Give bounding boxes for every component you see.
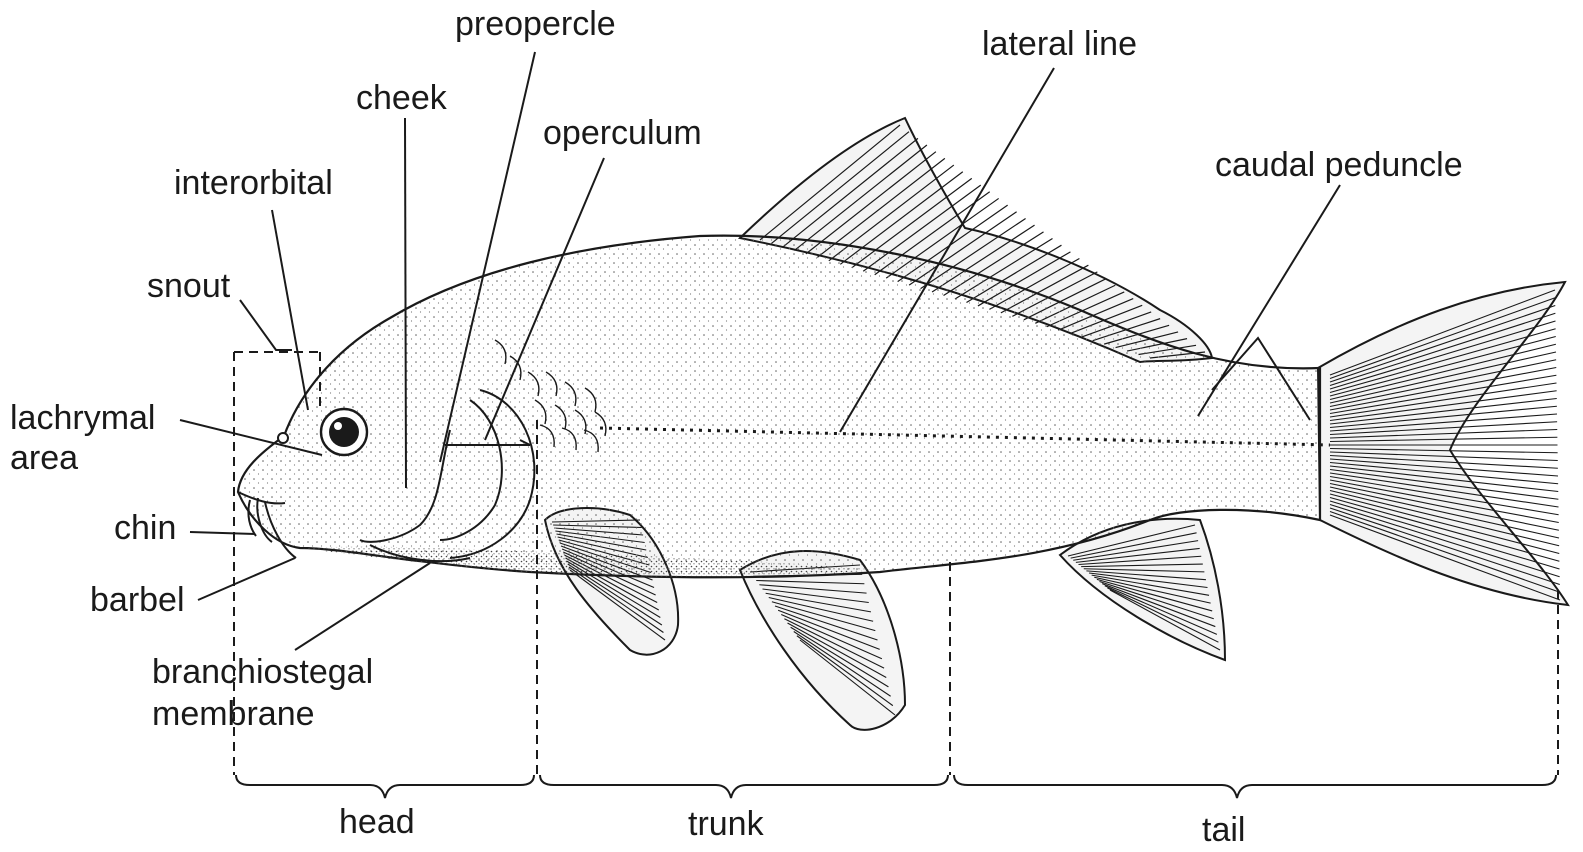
label-cheek: cheek (356, 78, 447, 118)
head-brace (236, 775, 534, 798)
leader-barbel (198, 558, 295, 600)
leader-interorbital (272, 210, 308, 410)
leader-branchiostegal (295, 563, 430, 650)
label-snout: snout (147, 266, 230, 306)
label-operculum: operculum (543, 113, 702, 153)
eye-icon (321, 409, 367, 455)
label-barbel: barbel (90, 580, 185, 620)
nostril (278, 433, 288, 443)
label-caudal-peduncle: caudal peduncle (1215, 145, 1463, 185)
label-branchiostegal: branchiostegal (152, 652, 373, 692)
label-preopercle: preopercle (455, 4, 616, 44)
caudal-fin (1318, 282, 1568, 605)
region-braces (236, 775, 1556, 798)
label-interorbital: interorbital (174, 163, 333, 203)
label-area: area (10, 438, 78, 478)
region-label-tail: tail (1202, 810, 1245, 850)
tail-brace (954, 775, 1556, 798)
label-chin: chin (114, 508, 176, 548)
leader-snout (240, 300, 292, 350)
leader-chin (190, 532, 255, 534)
label-lachrymal: lachrymal (10, 398, 155, 438)
region-label-head: head (339, 802, 415, 842)
region-label-trunk: trunk (688, 804, 764, 844)
label-membrane: membrane (152, 694, 315, 734)
trunk-brace (540, 775, 948, 798)
label-lateral-line: lateral line (982, 24, 1137, 64)
leader-cheek (405, 118, 406, 488)
